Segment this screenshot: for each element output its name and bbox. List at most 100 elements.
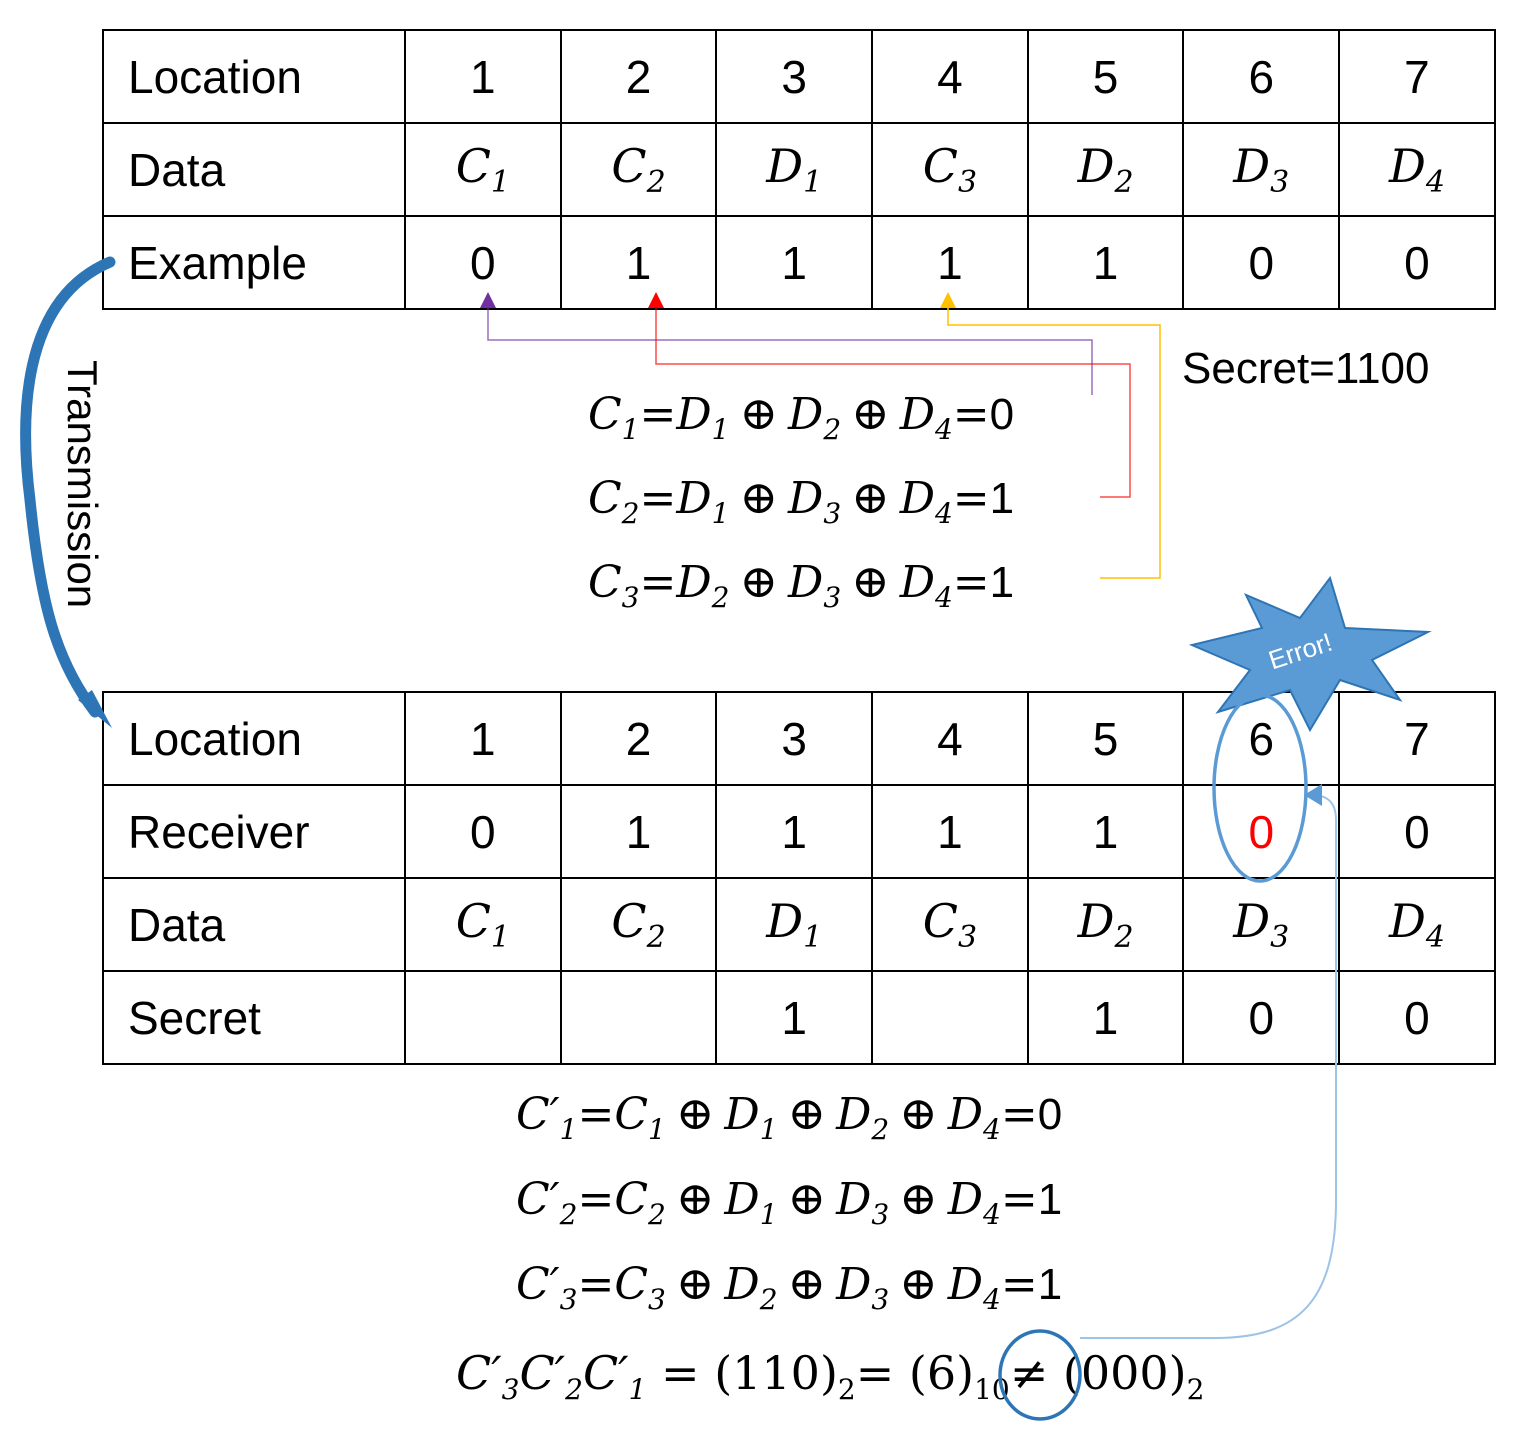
equation-variable: D3 (788, 473, 842, 530)
data-symbol: D1 (766, 894, 823, 955)
row-header: Example (102, 215, 406, 310)
equation-variable: C1 (588, 389, 640, 446)
row-header: Location (102, 29, 406, 124)
data-symbol-cell: C3 (871, 877, 1029, 972)
syndrome-connector-arrowhead (1304, 784, 1322, 806)
data-symbol: D4 (1388, 894, 1445, 955)
c2-arrowhead (648, 292, 664, 308)
xor-operator: ⊕ (787, 1086, 827, 1140)
secret-cell: 1 (1026, 970, 1185, 1065)
example-cell: 1 (715, 215, 874, 310)
xor-operator: ⊕ (851, 470, 890, 524)
equation-variable: C′1 (582, 1346, 647, 1406)
check-equation-c3: C′3=C3⊕D2⊕D3⊕D4=1 (516, 1260, 1062, 1314)
c3-connector-line (947, 300, 1161, 579)
equation-variable: C3 (614, 1259, 666, 1316)
location-cell: 5 (1026, 691, 1185, 786)
location-cell: 7 (1338, 29, 1496, 124)
equation-result: 0 (1037, 1090, 1063, 1139)
equals-sign: = (952, 389, 990, 440)
receiver-row: Receiver 0 1 1 1 1 0 0 (102, 784, 1496, 879)
receiver-error-cell: 0 (1182, 784, 1341, 879)
data-symbol: D3 (1233, 894, 1290, 955)
equation-variable: D4 (899, 473, 953, 530)
not-equal-sign: ≠ (1009, 1346, 1063, 1400)
receiver-table: Location 1 2 3 4 5 6 7 Receiver 0 1 1 1 … (102, 691, 1496, 1065)
data-symbol-cell: D4 (1338, 122, 1496, 217)
equation-variable: C′3 (516, 1259, 578, 1316)
equation-variable: D1 (676, 389, 730, 446)
equation-variable: C′1 (516, 1089, 578, 1146)
secret-value-label: Secret=1100 (1182, 344, 1430, 393)
syndrome-binary: (110) (714, 1346, 838, 1400)
transmission-arrow (20, 256, 116, 718)
example-cell: 1 (1026, 215, 1185, 310)
data-symbol-cell: D3 (1182, 877, 1341, 972)
c1-connector-line (487, 300, 1093, 395)
equation-result: 1 (989, 474, 1015, 523)
equation-variable: C′3 (456, 1346, 520, 1406)
encode-equation-c1: C1=D1⊕D2⊕D4=0 (588, 390, 1014, 444)
xor-operator: ⊕ (675, 1256, 715, 1310)
location-cell: 2 (559, 29, 718, 124)
secret-cell: 0 (1338, 970, 1496, 1065)
receiver-cell: 1 (715, 784, 874, 879)
data-symbol-cell: D3 (1182, 122, 1341, 217)
syndrome-connector-line (1080, 794, 1337, 1339)
equation-variable: D1 (676, 473, 730, 530)
equation-variable: D4 (899, 389, 953, 446)
row-header: Data (102, 877, 406, 972)
equals-sign: = (639, 473, 677, 524)
xor-operator: ⊕ (787, 1256, 827, 1310)
row-header: Location (102, 691, 406, 786)
row-header: Secret (102, 970, 406, 1065)
equation-variable: C2 (614, 1174, 666, 1231)
equals-sign: = (639, 389, 677, 440)
location-row: Location 1 2 3 4 5 6 7 (102, 29, 1496, 124)
equation-variable: C3 (588, 557, 640, 614)
data-symbol-cell: C2 (559, 877, 718, 972)
equals-sign: = (1000, 1259, 1038, 1310)
example-row: Example 0 1 1 1 1 0 0 (102, 215, 1496, 310)
location-cell: 2 (559, 691, 718, 786)
error-cell-highlight (1212, 693, 1308, 883)
check-equation-c1: C′1=C1⊕D1⊕D2⊕D4=0 (516, 1090, 1062, 1144)
receiver-cell: 1 (1026, 784, 1185, 879)
data-symbol: D4 (1388, 139, 1445, 200)
equation-variable: D4 (899, 557, 953, 614)
example-cell: 1 (559, 215, 718, 310)
equation-result: 1 (1037, 1260, 1063, 1309)
equation-variable: D1 (724, 1089, 778, 1146)
xor-operator: ⊕ (787, 1171, 827, 1225)
xor-operator: ⊕ (851, 554, 890, 608)
location-cell: 1 (404, 29, 562, 124)
location-cell: 3 (715, 691, 874, 786)
location-cell: 6 (1182, 29, 1341, 124)
location-cell: 1 (404, 691, 562, 786)
example-cell: 0 (404, 215, 562, 310)
data-symbol-cell: D1 (715, 122, 874, 217)
c2-connector-line (655, 300, 1131, 498)
secret-cell (404, 970, 562, 1065)
secret-cell: 1 (715, 970, 874, 1065)
equation-result: 1 (1037, 1175, 1063, 1224)
equation-variable: D4 (947, 1259, 1001, 1316)
receiver-cell: 1 (871, 784, 1029, 879)
equals-sign: = (646, 1346, 715, 1400)
xor-operator: ⊕ (739, 386, 779, 440)
encode-equation-c2: C2=D1⊕D3⊕D4=1 (588, 474, 1014, 528)
example-cell: 0 (1338, 215, 1496, 310)
data-symbol-cell: D1 (715, 877, 874, 972)
equals-sign: = (952, 557, 990, 608)
secret-cell (559, 970, 718, 1065)
xor-operator: ⊕ (851, 386, 890, 440)
equation-result: 0 (989, 390, 1015, 439)
xor-operator: ⊕ (675, 1086, 715, 1140)
example-cell: 0 (1182, 215, 1341, 310)
receiver-cell: 1 (559, 784, 718, 879)
location-cell: 4 (871, 691, 1029, 786)
equals-sign: = (577, 1174, 615, 1225)
